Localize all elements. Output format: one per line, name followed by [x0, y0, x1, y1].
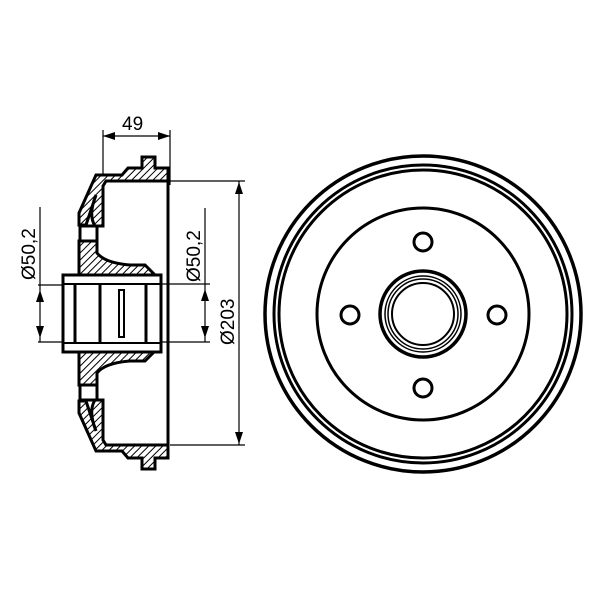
width-dimension: 49 — [102, 114, 171, 185]
upper-drum-wall — [77, 155, 170, 228]
hub-ring-2 — [387, 278, 459, 350]
bolt-hole-top — [412, 231, 434, 253]
hub-bore-circle — [391, 282, 455, 346]
hub-ring-1 — [384, 275, 462, 353]
lower-drum-wall — [77, 398, 170, 471]
hub-diameter-right-label: Ø50,2 — [184, 230, 205, 282]
hub-diameter-left-label: Ø50,2 — [19, 228, 40, 280]
drum-diameter-label: Ø203 — [218, 299, 239, 345]
bolt-hole-bottom — [412, 377, 434, 399]
side-section-view: 49 Ø50,2 — [19, 114, 245, 471]
mounting-face — [315, 206, 531, 422]
front-view — [263, 154, 583, 474]
hub-outer — [378, 269, 468, 359]
bolt-hole-left — [339, 304, 361, 326]
width-dimension-label: 49 — [122, 114, 143, 135]
drum-diameter-dimension: Ø203 — [170, 180, 245, 446]
drum-rim-step-1 — [272, 163, 574, 465]
drum-outer-rim — [263, 154, 583, 474]
drum-rim-step-2 — [277, 168, 569, 460]
hub-diameter-left-dimension: Ø50,2 — [19, 207, 63, 343]
hub-diameter-right-dimension: Ø50,2 — [161, 208, 210, 343]
hub-bore — [61, 273, 163, 354]
bolt-hole-right — [486, 304, 508, 326]
